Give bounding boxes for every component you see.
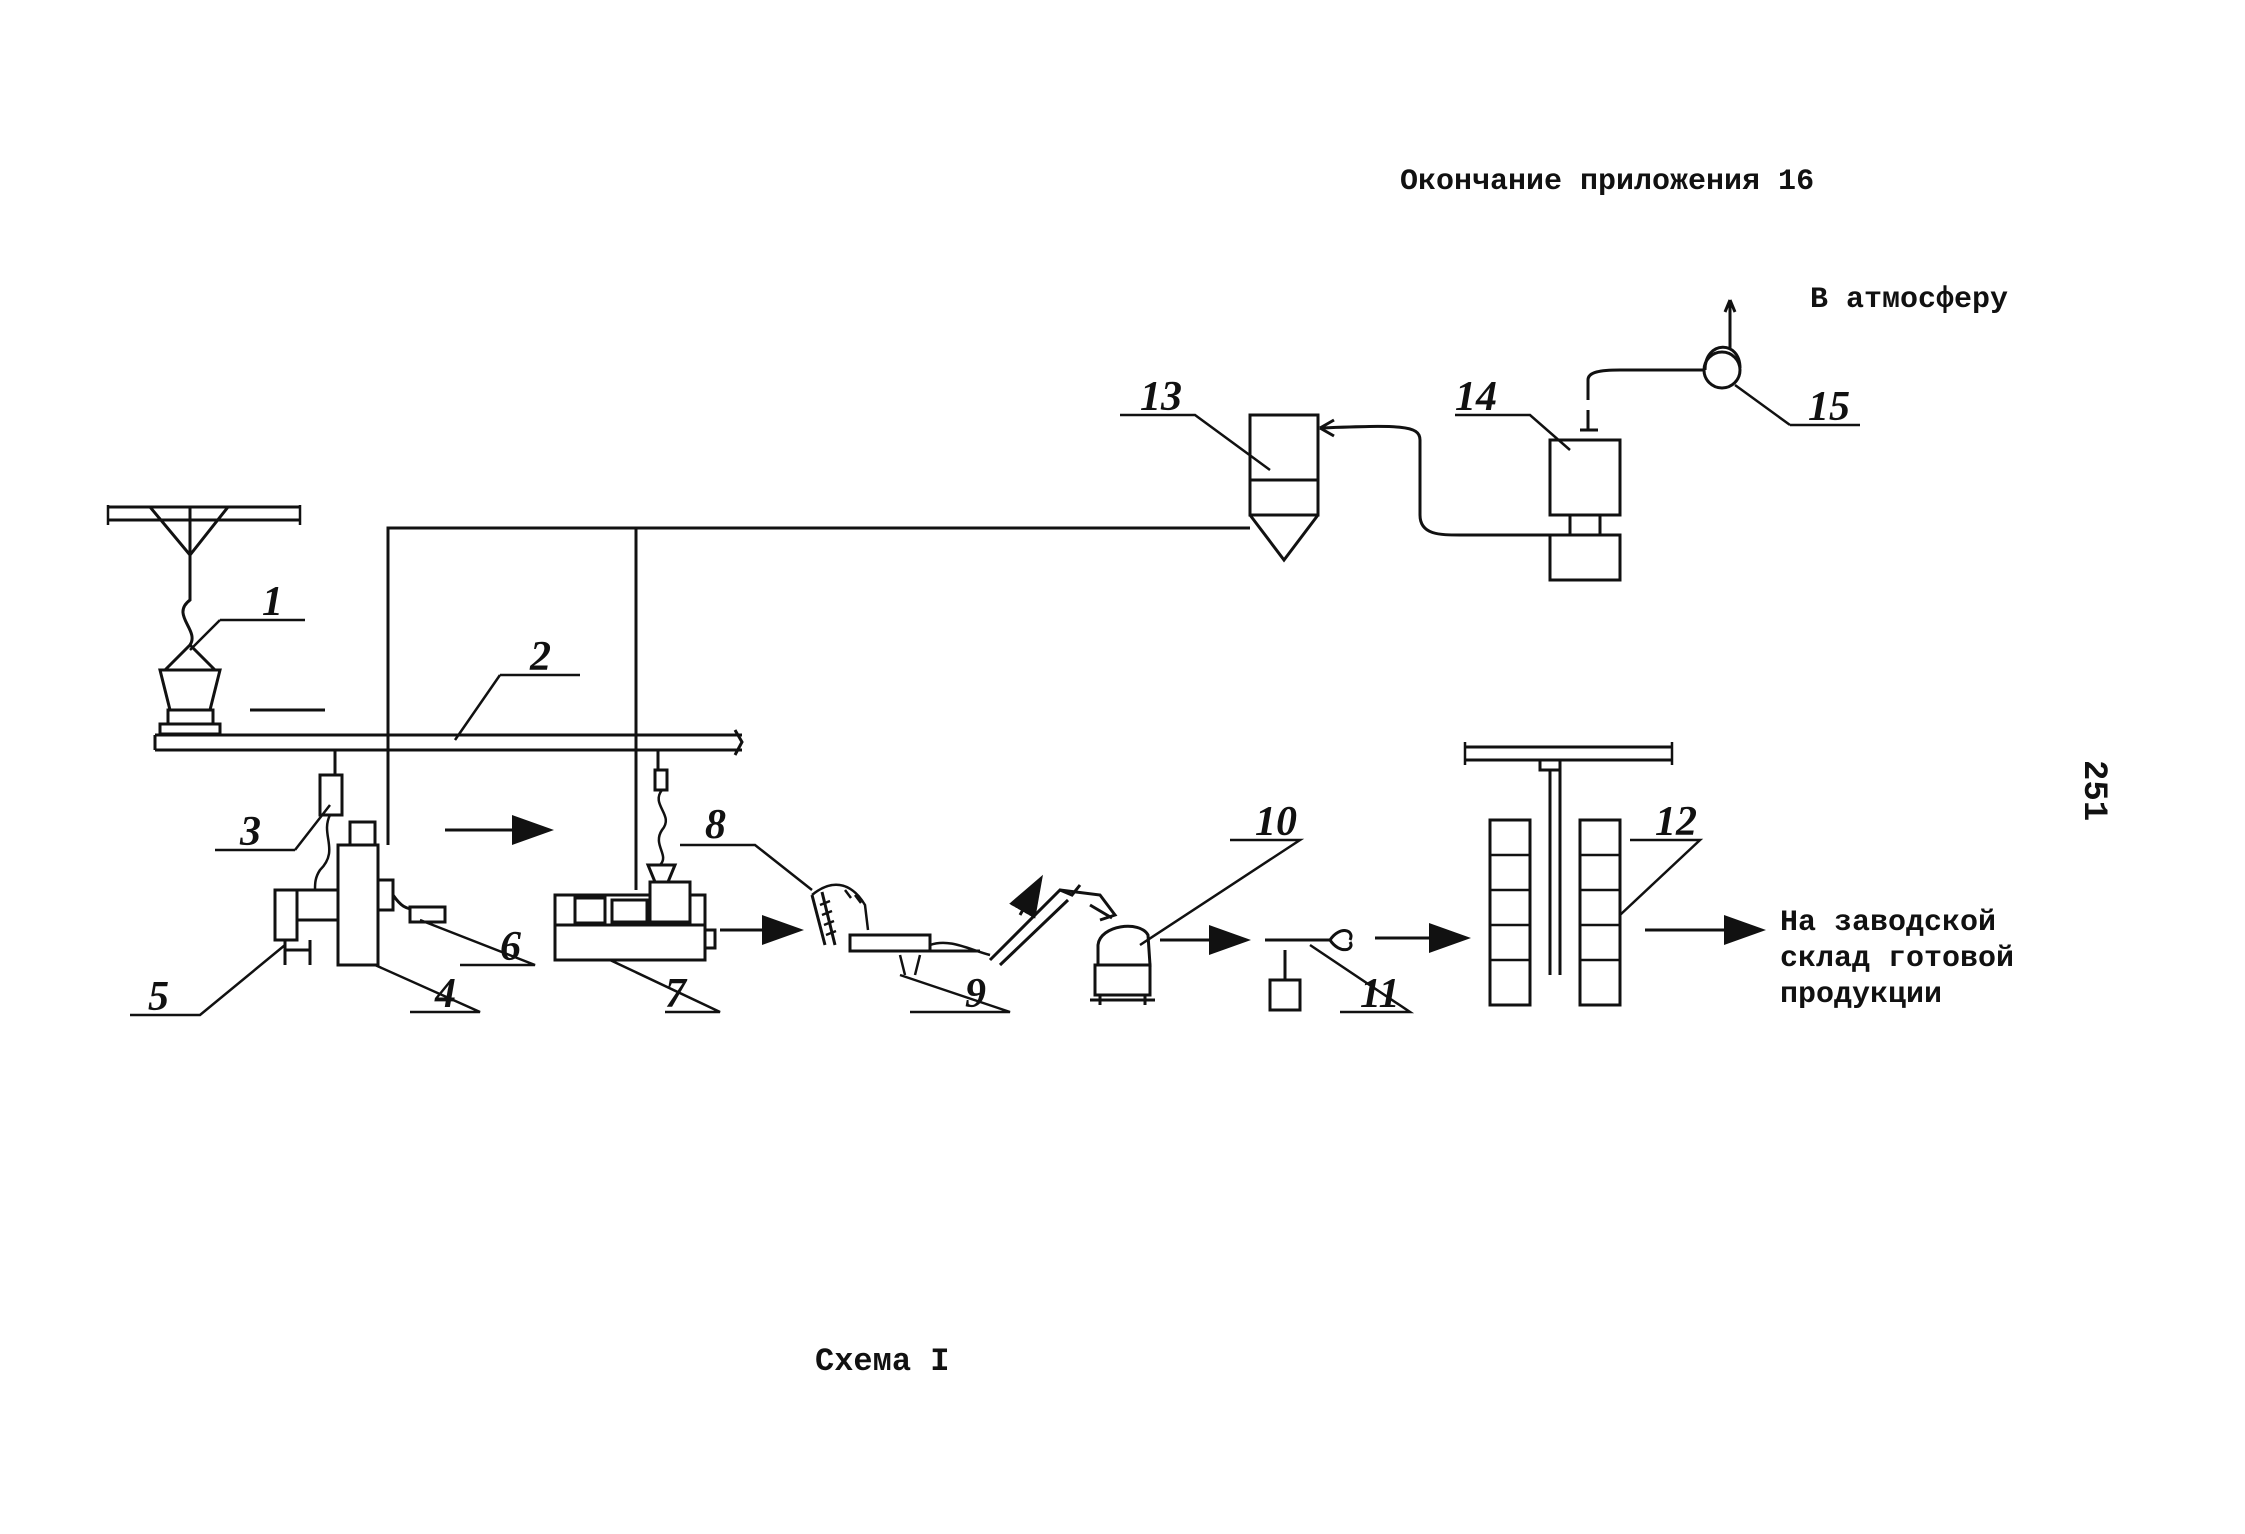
finished-goods-storage xyxy=(1463,742,1766,1007)
callout-15: 15 xyxy=(1808,384,1850,430)
callout-9: 9 xyxy=(965,971,986,1017)
stacking-manipulator xyxy=(1265,923,1471,1012)
callout-10: 10 xyxy=(1255,799,1297,845)
press-machine xyxy=(553,750,804,962)
destination-line-3: продукции xyxy=(1780,978,1943,1012)
floor-conveyor xyxy=(153,708,744,756)
callout-5: 5 xyxy=(148,974,169,1020)
mixer-group xyxy=(273,815,554,967)
callout-11: 11 xyxy=(1360,971,1400,1017)
elevator-conveyor-9 xyxy=(848,874,1118,976)
filter-unit xyxy=(1548,428,1622,582)
packing-unit xyxy=(1090,924,1251,1005)
callout-7: 7 xyxy=(665,971,688,1017)
callout-13: 13 xyxy=(1140,374,1182,420)
callout-6: 6 xyxy=(500,924,521,970)
destination-label: На заводской склад готовой продукции xyxy=(1780,905,2014,1013)
scheme-caption: Схема I xyxy=(815,1343,950,1380)
callout-1: 1 xyxy=(262,579,283,625)
callout-4: 4 xyxy=(434,971,456,1017)
callout-14: 14 xyxy=(1455,374,1497,420)
leader-lines xyxy=(130,383,1860,1017)
overhead-hoist xyxy=(106,505,302,736)
destination-line-1: На заводской xyxy=(1780,906,1997,940)
vent-label: В атмосферу xyxy=(1810,283,2009,317)
callout-2: 2 xyxy=(529,634,551,680)
callout-3: 3 xyxy=(239,809,261,855)
inclined-conveyor-8 xyxy=(810,883,870,946)
aspiration-ducts xyxy=(386,368,1705,890)
cyclone xyxy=(1248,413,1320,563)
appendix-title: Окончание приложения 16 xyxy=(1400,165,1815,199)
exhaust-fan xyxy=(1702,299,1742,390)
callout-numbers: 1 2 3 4 5 6 7 8 9 10 11 12 13 14 15 xyxy=(148,374,1850,1020)
callout-8: 8 xyxy=(705,802,726,848)
destination-line-2: склад готовой xyxy=(1780,942,2015,976)
callout-12: 12 xyxy=(1655,799,1697,845)
